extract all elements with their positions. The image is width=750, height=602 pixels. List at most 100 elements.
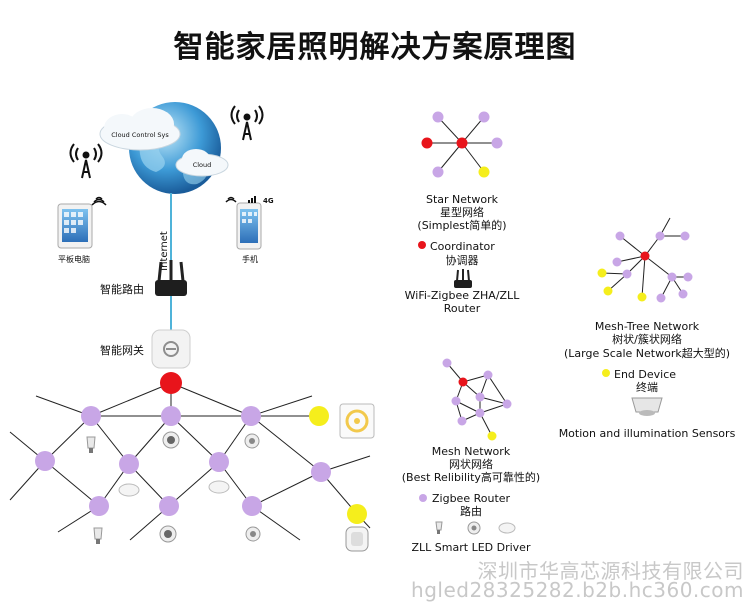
cloud-small-label: Cloud bbox=[193, 161, 212, 169]
coordinator-node bbox=[421, 137, 433, 149]
router-node bbox=[159, 496, 179, 516]
motion-sensor-icon bbox=[631, 397, 663, 416]
mesh-title: Mesh Network bbox=[432, 445, 511, 458]
signal-tower-icon bbox=[69, 143, 103, 179]
mesh-tree-network bbox=[597, 217, 693, 303]
mesh-network bbox=[442, 358, 512, 441]
router-node bbox=[475, 408, 485, 418]
network-link bbox=[437, 116, 463, 144]
network-link bbox=[644, 255, 673, 278]
phone-badge: 4G bbox=[263, 197, 274, 205]
router-node bbox=[612, 257, 622, 267]
mesh-tree-title: Mesh-Tree Network bbox=[595, 320, 700, 333]
gateway-label: 智能网关 bbox=[100, 343, 144, 357]
zigbee-router-legend-dot bbox=[419, 494, 427, 502]
network-link bbox=[437, 142, 463, 173]
router-node bbox=[432, 166, 444, 178]
mesh-subtitle: 网状网络 bbox=[449, 457, 493, 471]
router-node bbox=[656, 293, 666, 303]
network-link bbox=[619, 235, 646, 257]
router-node bbox=[241, 406, 261, 426]
wifi-router-label: WiFi-Zigbee ZHA/ZLL bbox=[405, 289, 521, 302]
router-node bbox=[683, 272, 693, 282]
ceiling-light-icon bbox=[498, 522, 516, 534]
led-bulb-icon bbox=[435, 521, 443, 534]
network-link bbox=[250, 395, 313, 417]
coordinator-label: Coordinator bbox=[430, 240, 495, 253]
coordinator-node bbox=[160, 372, 182, 394]
sensor-device-icon bbox=[345, 526, 369, 552]
cloud-main-label: Cloud Control Sys bbox=[111, 131, 169, 139]
end-device-node bbox=[347, 504, 367, 524]
network-link bbox=[128, 415, 172, 465]
end-device-legend-dot bbox=[602, 369, 610, 377]
coordinator-node bbox=[456, 137, 468, 149]
phone-icon bbox=[236, 202, 262, 250]
router-node bbox=[81, 406, 101, 426]
cloud-main-icon bbox=[99, 108, 181, 151]
lighting-mesh-network bbox=[9, 372, 371, 541]
tablet-icon bbox=[57, 203, 93, 249]
cloud-small-icon bbox=[175, 149, 229, 177]
router-node bbox=[475, 392, 485, 402]
gateway-icon bbox=[151, 329, 191, 369]
router-node bbox=[502, 399, 512, 409]
end-device-label-cn: 终端 bbox=[636, 380, 658, 394]
star-title: Star Network bbox=[426, 193, 499, 206]
network-link bbox=[616, 255, 646, 263]
end-device-node bbox=[309, 406, 329, 426]
network-link bbox=[168, 461, 220, 507]
router-node bbox=[615, 231, 625, 241]
led-bulb-icon bbox=[86, 436, 96, 453]
router-node bbox=[161, 406, 181, 426]
downlight-icon bbox=[162, 431, 180, 449]
phone-label: 手机 bbox=[242, 254, 258, 264]
router-node bbox=[491, 137, 503, 149]
router-node bbox=[655, 231, 665, 241]
end-device-node bbox=[478, 166, 490, 178]
end-device-node bbox=[597, 268, 607, 278]
downlight-icon bbox=[159, 525, 177, 543]
star-subtitle: 星型网络 bbox=[440, 205, 484, 219]
router-node bbox=[457, 416, 467, 426]
coordinator-legend-dot bbox=[418, 241, 426, 249]
network-link bbox=[170, 415, 220, 463]
router-node bbox=[483, 370, 493, 380]
spotlight-icon bbox=[244, 433, 260, 449]
tablet-label: 平板电脑 bbox=[58, 254, 90, 264]
router-node bbox=[442, 358, 452, 368]
network-link bbox=[461, 116, 485, 144]
coordinator-node bbox=[640, 251, 650, 261]
network-link bbox=[170, 382, 252, 417]
watermark-url: hgled28325282.b2b.hc360.com bbox=[411, 578, 744, 602]
led-bulb-icon bbox=[93, 527, 103, 544]
spotlight-icon bbox=[245, 526, 261, 542]
network-link bbox=[251, 471, 322, 507]
star-note: (Simplest简单的) bbox=[417, 218, 506, 232]
router-icon bbox=[155, 260, 187, 296]
network-link bbox=[90, 382, 172, 417]
router-node bbox=[209, 452, 229, 472]
mesh-tree-note: (Large Scale Network超大型的) bbox=[564, 346, 730, 360]
router-node bbox=[119, 454, 139, 474]
router-node bbox=[622, 269, 632, 279]
dimmer-panel-icon bbox=[339, 403, 375, 439]
wifi-icon bbox=[91, 196, 107, 206]
end-device-node bbox=[637, 292, 647, 302]
router-node bbox=[478, 111, 490, 123]
network-link bbox=[44, 415, 92, 462]
mesh-note: (Best Relibility高可靠性的) bbox=[402, 470, 540, 484]
wifi-router-label-2: Router bbox=[444, 302, 481, 315]
wifi-icon bbox=[225, 196, 237, 203]
ceiling-light-icon bbox=[118, 483, 140, 497]
network-link bbox=[641, 255, 646, 298]
router-node bbox=[89, 496, 109, 516]
router-node bbox=[667, 272, 677, 282]
mesh-tree-subtitle: 树状/簇状网络 bbox=[612, 332, 682, 346]
network-link bbox=[250, 415, 322, 473]
network-link bbox=[487, 374, 508, 405]
router-node bbox=[311, 462, 331, 482]
network-link bbox=[90, 415, 130, 465]
cell-signal-icon bbox=[248, 196, 256, 203]
